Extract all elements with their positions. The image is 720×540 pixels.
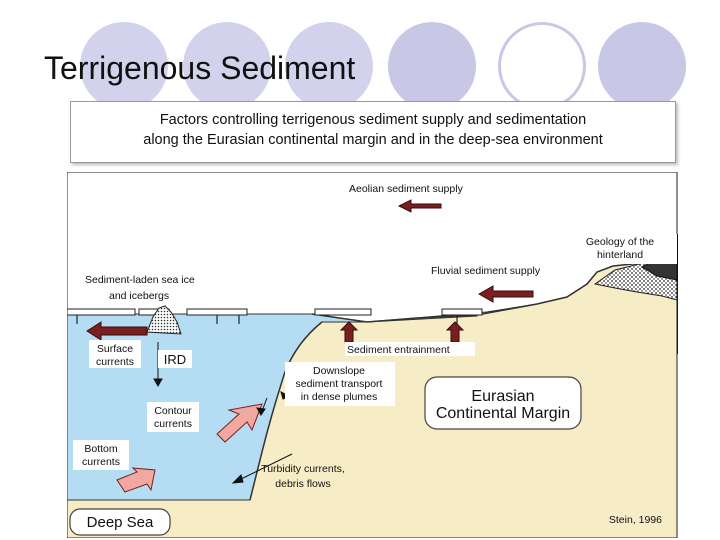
contour-current-arrow [216, 403, 263, 443]
sediment-diagram: Eurasian Continental Margin Deep Sea Aeo… [67, 172, 678, 538]
deep-sea-box [69, 508, 171, 536]
iceberg [146, 305, 182, 335]
geology-label-bg [577, 234, 677, 264]
bottom-current-arrow [116, 467, 156, 493]
decorative-circle [80, 22, 168, 110]
margin-box [424, 376, 582, 430]
surface-current-arrow [86, 321, 148, 341]
geology-label-1: Geology of the [586, 236, 654, 248]
downslope-label-bg [285, 362, 395, 406]
contour-label-1: Contour [154, 405, 192, 417]
bottom-label-2: currents [82, 456, 120, 468]
bottom-label-bg [73, 440, 129, 470]
ird-arrow-head [153, 378, 163, 388]
deep-sea-label: Deep Sea [87, 514, 154, 531]
bottom-label-1: Bottom [84, 443, 118, 455]
ice-keel-ticks [76, 315, 458, 324]
decorative-circle [183, 22, 271, 110]
decorative-circle [498, 22, 586, 110]
header-line-2: along the Eurasian continental margin an… [143, 132, 603, 148]
ird-label: IRD [164, 352, 186, 367]
margin-label-2: Continental Margin [436, 405, 570, 422]
contour-label-bg [147, 402, 199, 432]
ird-label-bg [158, 350, 192, 368]
turbidity-label-2: debris flows [275, 478, 330, 490]
sea-ice-label-2: and icebergs [109, 290, 169, 302]
contour-label-2: currents [154, 418, 192, 430]
sea-ice-label-1: Sediment-laden sea ice [85, 274, 195, 286]
entrainment-label-bg [345, 342, 475, 356]
downslope-label-3: in dense plumes [301, 391, 377, 403]
slide-title: Terrigenous Sediment [44, 50, 356, 86]
decorative-circle [598, 22, 686, 110]
surface-label-bg [89, 340, 141, 368]
coastline [311, 261, 678, 323]
margin-label-1: Eurasian [471, 388, 534, 405]
downslope-label-2: sediment transport [296, 378, 383, 390]
surface-label-2: currents [96, 356, 134, 368]
aeolian-label: Aeolian sediment supply [349, 183, 464, 195]
decorative-circle [388, 22, 476, 110]
diagram-header-box: Factors controlling terrigenous sediment… [70, 101, 676, 163]
turbidity-arrow-head [231, 474, 244, 484]
decorative-circle [285, 22, 373, 110]
fluvial-arrow [477, 285, 534, 303]
continental-slope [249, 321, 323, 501]
entrainment-label: Sediment entrainment [347, 344, 450, 356]
downslope-arrow-head-2 [256, 407, 266, 416]
header-line-1: Factors controlling terrigenous sediment… [159, 112, 587, 128]
surface-label-1: Surface [97, 343, 133, 355]
fluvial-label: Fluvial sediment supply [431, 265, 541, 277]
downslope-label-1: Downslope [313, 365, 365, 377]
turbidity-label-1: Turbidity currents, [261, 463, 345, 475]
aeolian-arrow [397, 199, 442, 213]
geology-label-2: hinterland [597, 249, 643, 261]
citation-label: Stein, 1996 [609, 514, 662, 526]
